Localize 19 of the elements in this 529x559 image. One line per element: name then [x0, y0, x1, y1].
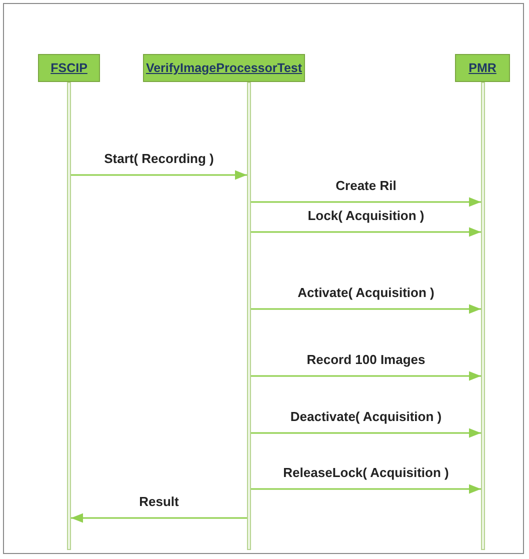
message-arrow — [251, 371, 481, 381]
message-arrow — [251, 304, 481, 314]
message-arrow — [251, 484, 481, 494]
participant-box: VerifyImageProcessorTest — [143, 54, 305, 82]
edge-label: Record 100 Images — [306, 352, 426, 367]
message-arrow — [251, 197, 481, 207]
message-arrow — [71, 170, 247, 180]
message-arrow — [251, 227, 481, 237]
edge-label: Deactivate( Acquisition ) — [290, 409, 442, 424]
edge-label: ReleaseLock( Acquisition ) — [283, 465, 449, 480]
edge-label: Result — [139, 494, 179, 509]
edge-label: Activate( Acquisition ) — [298, 285, 434, 300]
message-arrow — [71, 513, 247, 523]
edge-label: Create Ril — [336, 178, 396, 193]
edge-label: Lock( Acquisition ) — [308, 208, 424, 223]
message-arrow — [251, 428, 481, 438]
participant-box: FSCIP — [38, 54, 100, 82]
edge-label: Start( Recording ) — [104, 151, 214, 166]
participant-box: PMR — [455, 54, 510, 82]
